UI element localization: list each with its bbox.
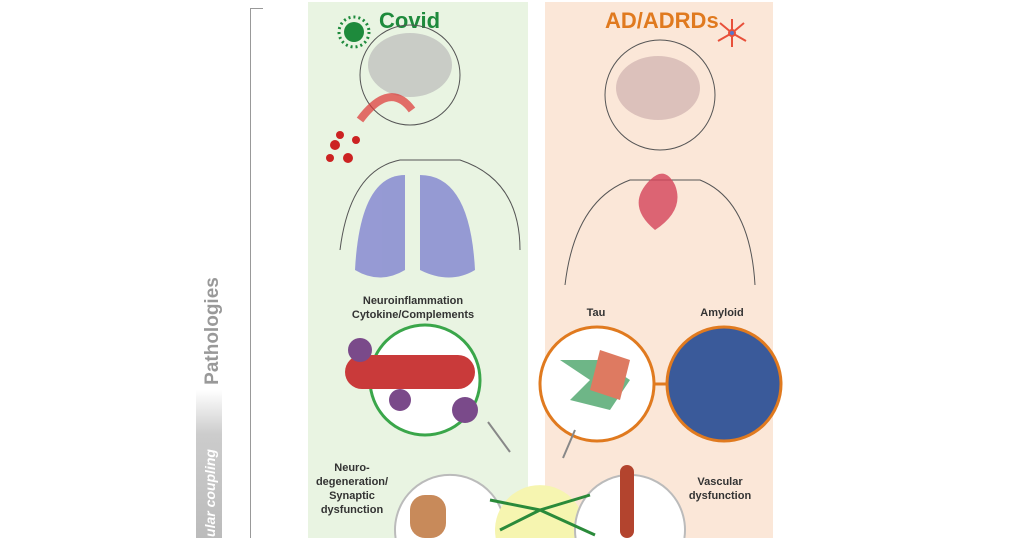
- amyloid-circle: [665, 325, 783, 443]
- cytokine-label: Cytokine/Complements: [351, 309, 475, 321]
- neuro-label-3: Synaptic: [329, 490, 375, 502]
- virus-icon: [337, 15, 371, 49]
- microglia-icon: [717, 19, 747, 47]
- airflow-arrow: [356, 93, 416, 123]
- capillary: [620, 465, 634, 538]
- tau-label: Tau: [586, 307, 606, 319]
- tau-protein: [560, 350, 630, 410]
- blood-vessel: [345, 355, 475, 389]
- vascular-label-2: dysfunction: [688, 490, 752, 502]
- brain-icon-ad: [616, 56, 700, 120]
- bracket-line: [250, 8, 263, 538]
- amyloid-label: Amyloid: [700, 307, 744, 319]
- lungs-icon: [355, 175, 475, 278]
- brain-icon: [368, 33, 452, 97]
- neuro-label-1: Neuro-: [334, 462, 370, 474]
- neuro-label-4: dysfunction: [320, 504, 384, 516]
- coupling-band: [196, 390, 222, 538]
- bidirectional-arrow-icon: [487, 421, 576, 459]
- neuroinflammation-label: Neuroinflammation: [362, 295, 464, 307]
- virus-particles: [326, 131, 360, 163]
- astrocyte-processes: [489, 493, 596, 537]
- neuro-label-2: degeneration/: [315, 476, 389, 488]
- vascular-label-1: Vascular: [697, 476, 743, 488]
- heart-icon: [638, 173, 678, 230]
- ad-title: AD/ADRDs: [605, 8, 719, 33]
- covid-patient-sketch: [339, 24, 521, 251]
- neuron-terminal: [410, 495, 446, 538]
- immune-cells: [348, 338, 478, 423]
